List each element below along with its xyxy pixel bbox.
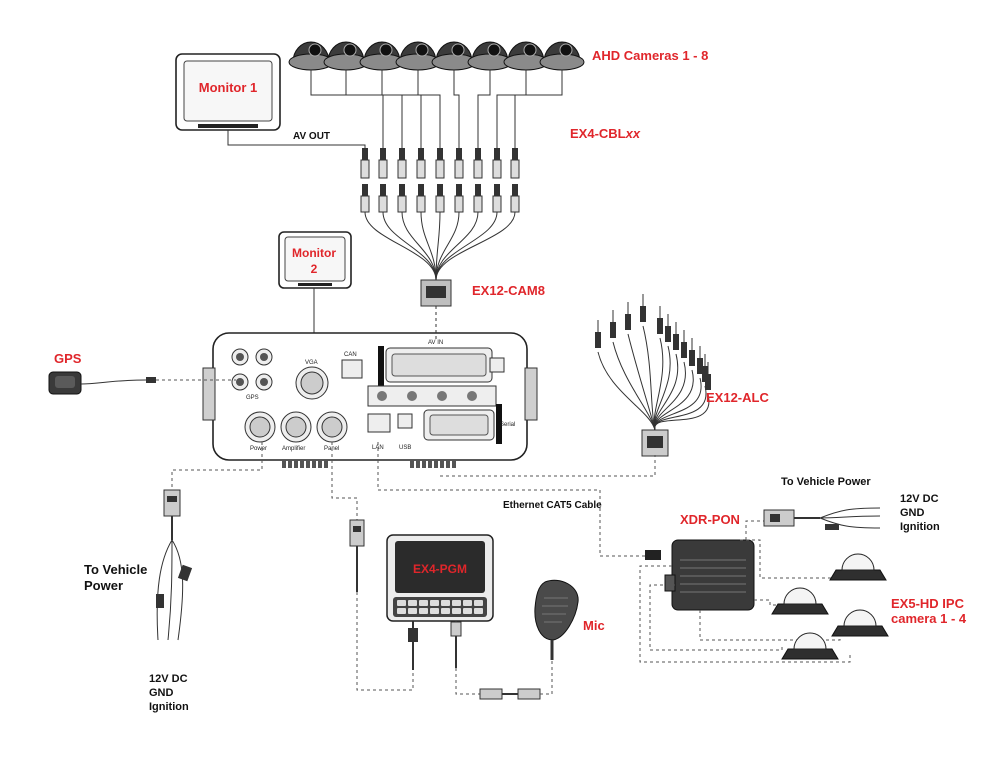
bnc-connector-icon xyxy=(435,148,502,281)
mic-cable-left xyxy=(455,668,480,695)
dome-camera-icon xyxy=(503,41,549,71)
mic-label: Mic xyxy=(583,618,605,633)
alc-wire xyxy=(653,306,664,431)
camera-cable xyxy=(345,70,403,160)
gps-antenna-icon xyxy=(48,371,156,395)
port-label-can: CAN xyxy=(344,352,357,358)
camera-cable xyxy=(453,70,460,160)
port-label-av-in: AV IN xyxy=(428,340,443,346)
port-label-serial: Serial xyxy=(500,422,515,428)
dome-camera-icon xyxy=(431,41,477,71)
ex4-cbl-label: EX4-CBLxx xyxy=(570,126,641,141)
right-power-ign: Ignition xyxy=(900,521,940,533)
ip-camera-icon xyxy=(771,587,829,615)
ip-cameras xyxy=(771,553,889,660)
ethernet-cable xyxy=(377,442,645,557)
ex5-label-1: EX5-HD IPC xyxy=(891,596,965,611)
dome-camera-icon xyxy=(395,41,441,71)
camera-cable xyxy=(477,70,491,160)
ex12-cam8-harness xyxy=(360,148,520,281)
right-power-12v: 12V DC xyxy=(900,493,939,505)
left-power-12v: 12V DC xyxy=(149,673,188,685)
panel-cable-connector-icon xyxy=(349,519,365,592)
ex12-alc-harness-icon xyxy=(595,294,711,457)
xdr-pon-label: XDR-PON xyxy=(680,512,740,527)
monitor-1-label: Monitor 1 xyxy=(199,80,258,95)
av-out-label: AV OUT xyxy=(293,131,330,142)
gps-label: GPS xyxy=(54,351,82,366)
ex12-alc-connector-icon xyxy=(641,429,669,457)
dvr-unit-icon: GPS VGA CAN AV IN Power Amplifier Panel … xyxy=(202,332,538,468)
monitor-1-icon: Monitor 1 xyxy=(175,53,281,131)
mic-connector-icon xyxy=(479,688,541,700)
alc-wire xyxy=(595,320,656,431)
ip-camera-icon xyxy=(781,632,839,660)
dome-camera-icon xyxy=(323,41,369,71)
bnc-connector-icon xyxy=(378,148,437,281)
left-power-harness-icon xyxy=(156,489,193,641)
ip-camera-icon xyxy=(829,553,887,581)
camera-cable xyxy=(310,70,384,160)
ex4-pgm-label: EX4-PGM xyxy=(413,562,467,576)
bnc-connector-icon xyxy=(435,148,520,281)
left-power-label-2: Power xyxy=(84,578,123,593)
dome-camera-icon xyxy=(359,41,405,71)
bnc-connector-icon xyxy=(416,148,437,281)
ahd-camera-row xyxy=(288,41,585,71)
dome-camera-icon xyxy=(539,41,585,71)
camera-cable xyxy=(514,70,563,160)
monitor-2-label-1: Monitor xyxy=(292,246,336,260)
right-power-harness-icon xyxy=(763,507,881,530)
monitor-2-label-2: 2 xyxy=(311,262,318,276)
alc-wire xyxy=(654,362,711,431)
bnc-connector-icon xyxy=(360,148,437,281)
port-label-vga: VGA xyxy=(305,360,318,366)
left-power-label-1: To Vehicle xyxy=(84,562,147,577)
bnc-connector-icon xyxy=(397,148,437,281)
left-power-gnd: GND xyxy=(149,687,174,699)
ex12-alc-label: EX12-ALC xyxy=(706,390,769,405)
controller-cable xyxy=(356,592,414,691)
power-cable xyxy=(171,442,263,490)
ethernet-plug-icon xyxy=(645,550,661,560)
ex12-cam8-label: EX12-CAM8 xyxy=(472,283,545,298)
bnc-connector-icon xyxy=(435,148,464,281)
camera-cable xyxy=(496,70,527,160)
xdr-power-cable xyxy=(745,520,764,540)
alc-wire xyxy=(610,310,656,431)
left-power-ign: Ignition xyxy=(149,701,189,713)
right-power-gnd: GND xyxy=(900,507,925,519)
ex5-label-2: camera 1 - 4 xyxy=(891,611,967,626)
mic-cable-right xyxy=(540,660,553,695)
ex4-cbl-cables xyxy=(310,70,563,160)
port-label-power: Power xyxy=(250,446,267,452)
camera-cable xyxy=(381,70,422,160)
alc-wire xyxy=(640,294,656,431)
dome-camera-icon xyxy=(467,41,513,71)
port-label-usb: USB xyxy=(399,445,411,451)
ip-camera-icon xyxy=(831,609,889,637)
monitor-2-icon: Monitor 2 xyxy=(278,231,352,289)
camera-cable xyxy=(417,70,441,160)
right-power-label: To Vehicle Power xyxy=(781,476,871,488)
ethernet-label: Ethernet CAT5 Cable xyxy=(503,500,602,511)
panel-cable xyxy=(331,442,358,520)
ex12-cam8-connector-icon xyxy=(420,279,452,318)
alc-wire xyxy=(625,302,656,431)
ex4-pgm-controller-icon: EX4-PGM xyxy=(386,534,494,670)
port-label-amplifier: Amplifier xyxy=(282,446,305,452)
serial-cable xyxy=(440,455,656,477)
ahd-cameras-label: AHD Cameras 1 - 8 xyxy=(592,48,708,63)
port-label-gps: GPS xyxy=(246,395,259,401)
xdr-pon-switch-icon xyxy=(664,539,755,611)
microphone-icon xyxy=(534,579,579,660)
